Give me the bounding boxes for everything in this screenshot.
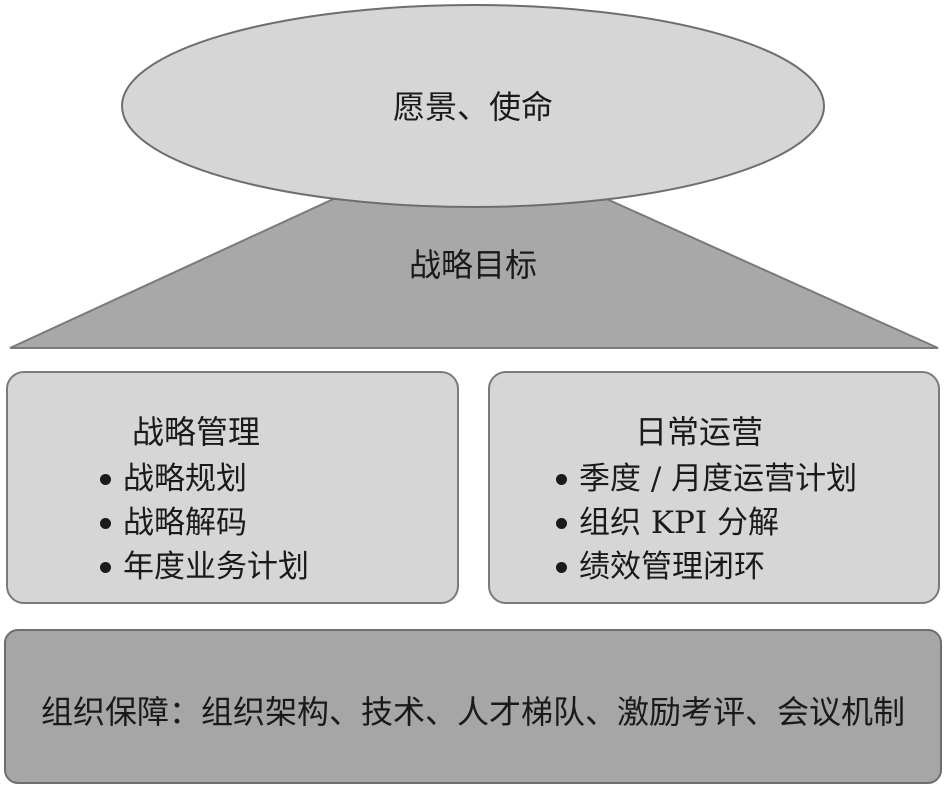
bullet-icon xyxy=(100,473,111,485)
vision-mission-label: 愿景、使命 xyxy=(392,88,553,126)
list-item: 战略解码 xyxy=(100,501,309,545)
bullet-icon xyxy=(100,561,111,573)
strategy-management-list: 战略规划 战略解码 年度业务计划 xyxy=(100,457,309,589)
list-item-text: 战略规划 xyxy=(123,461,247,497)
organizational-support-base: 组织保障：组织架构、技术、人才梯队、激励考评、会议机制 xyxy=(4,629,942,784)
list-item-text: 季度 / 月度运营计划 xyxy=(579,461,858,497)
daily-operations-list: 季度 / 月度运营计划 组织 KPI 分解 绩效管理闭环 xyxy=(556,457,857,589)
bullet-icon xyxy=(556,561,567,573)
list-item: 组织 KPI 分解 xyxy=(556,501,857,545)
list-item: 季度 / 月度运营计划 xyxy=(556,457,857,501)
list-item: 战略规划 xyxy=(100,457,309,501)
bullet-icon xyxy=(556,473,567,485)
bullet-icon xyxy=(556,517,567,529)
daily-operations-box: 日常运营 季度 / 月度运营计划 组织 KPI 分解 绩效管理闭环 xyxy=(488,371,940,604)
list-item-text: 绩效管理闭环 xyxy=(579,549,765,585)
list-item: 年度业务计划 xyxy=(100,545,309,589)
list-item: 绩效管理闭环 xyxy=(556,545,857,589)
list-item-text: 年度业务计划 xyxy=(123,549,309,585)
vision-ellipse xyxy=(121,4,825,208)
strategic-goal-label: 战略目标 xyxy=(408,246,537,284)
bullet-icon xyxy=(100,517,111,529)
daily-operations-title: 日常运营 xyxy=(635,413,764,451)
organizational-support-text: 组织保障：组织架构、技术、人才梯队、激励考评、会议机制 xyxy=(40,693,905,731)
strategy-management-title: 战略管理 xyxy=(132,413,261,451)
list-item-text: 战略解码 xyxy=(123,505,247,541)
list-item-text: 组织 KPI 分解 xyxy=(579,505,779,541)
strategy-management-box: 战略管理 战略规划 战略解码 年度业务计划 xyxy=(6,371,459,604)
